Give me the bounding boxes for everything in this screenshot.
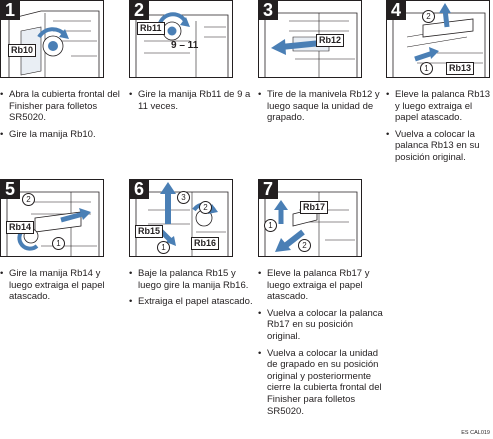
part-label-rb12: Rb12 xyxy=(316,34,345,47)
instruction-item: Eleve la palanca Rb17 y luego extraiga e… xyxy=(258,268,388,303)
instruction-item: Gire la manija Rb10. xyxy=(0,129,125,141)
step-number: 4 xyxy=(386,0,406,20)
part-label-rb10: Rb10 xyxy=(8,44,37,57)
instruction-item: Eleve la palanca Rb13 y luego extraiga e… xyxy=(386,89,491,124)
part-label-rb16: Rb16 xyxy=(191,237,220,250)
instruction-item: Abra la cubierta frontal del Finisher pa… xyxy=(0,89,125,124)
callout-circle: 1 xyxy=(420,62,433,75)
instruction-item: Gire la manija Rb11 de 9 a 11 veces. xyxy=(129,89,254,112)
step-number: 5 xyxy=(0,179,20,199)
callout-circle: 1 xyxy=(264,219,277,232)
callout-circle: 1 xyxy=(157,241,170,254)
step-number: 3 xyxy=(258,0,278,20)
step-2-instructions: Gire la manija Rb11 de 9 a 11 veces. xyxy=(129,89,254,117)
part-label-rb17: Rb17 xyxy=(300,201,329,214)
callout-circle: 2 xyxy=(298,239,311,252)
callout-circle: 2 xyxy=(22,193,35,206)
step-7-instructions: Eleve la palanca Rb17 y luego extraiga e… xyxy=(258,268,388,422)
finisher-drawing-1 xyxy=(8,10,100,77)
part-label-rb14: Rb14 xyxy=(6,221,35,234)
step-number: 1 xyxy=(0,0,20,20)
step-4-instructions: Eleve la palanca Rb13 y luego extraiga e… xyxy=(386,89,491,169)
step-number: 2 xyxy=(129,0,149,20)
callout-circle: 2 xyxy=(422,10,435,23)
instruction-item: Extraiga el papel atascado. xyxy=(129,296,254,308)
step-5-instructions: Gire la manija Rb14 y luego extraiga el … xyxy=(0,268,125,308)
step-6-instructions: Baje la palanca Rb15 y luego gire la man… xyxy=(129,268,254,313)
part-label-rb11: Rb11 xyxy=(137,22,165,35)
step-1-instructions: Abra la cubierta frontal del Finisher pa… xyxy=(0,89,125,145)
instruction-item: Vuelva a colocar la unidad de grapado en… xyxy=(258,348,388,418)
turn-count: 9 – 11 xyxy=(171,40,199,51)
instruction-item: Baje la palanca Rb15 y luego gire la man… xyxy=(129,268,254,291)
step-3-illustration xyxy=(258,0,362,78)
part-label-rb15: Rb15 xyxy=(135,225,164,238)
finisher-drawing-4 xyxy=(392,3,486,77)
instruction-item: Tire de la manivela Rb12 y luego saque l… xyxy=(258,89,383,124)
callout-circle: 1 xyxy=(52,237,65,250)
callout-circle: 2 xyxy=(199,201,212,214)
step-1-illustration xyxy=(0,0,104,78)
instruction-item: Vuelva a colocar la palanca Rb13 en su p… xyxy=(386,129,491,164)
figure-code: ES CAL019 xyxy=(461,430,490,436)
step-3-instructions: Tire de la manivela Rb12 y luego saque l… xyxy=(258,89,383,129)
step-number: 7 xyxy=(258,179,278,199)
instruction-item: Gire la manija Rb14 y luego extraiga el … xyxy=(0,268,125,303)
finisher-drawing-2 xyxy=(135,12,229,77)
step-number: 6 xyxy=(129,179,149,199)
callout-circle: 3 xyxy=(177,191,190,204)
instruction-item: Vuelva a colocar la palanca Rb17 en su p… xyxy=(258,308,388,343)
part-label-rb13: Rb13 xyxy=(446,62,475,75)
